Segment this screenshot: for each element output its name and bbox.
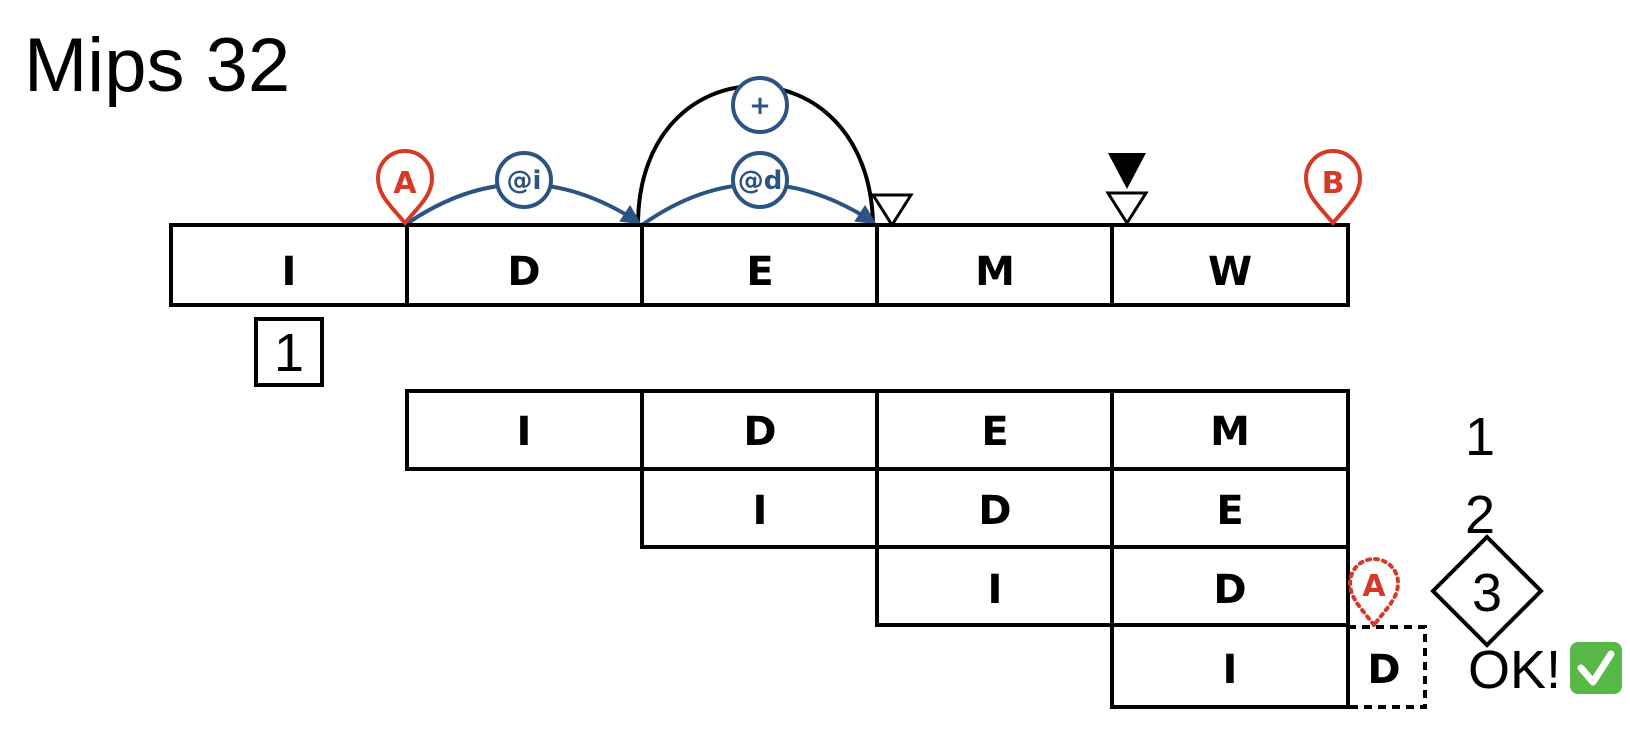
pin-a-dotted-label: A <box>1362 569 1386 604</box>
dashed-stage-cell <box>1348 625 1427 709</box>
pipeline-row-1: I D E M 1 <box>405 389 1495 471</box>
map-pin-icon: A <box>375 149 435 227</box>
row-stage-label: D <box>743 409 776 455</box>
ok-status: OK! <box>1468 640 1561 700</box>
hollow-down-triangle-icon <box>1105 191 1149 226</box>
row-stage-label: I <box>753 488 768 534</box>
data-address-badge: @d <box>731 151 789 209</box>
diamond-icon <box>1430 534 1544 648</box>
row-number: 1 <box>1465 407 1495 467</box>
row-stage-label: M <box>1210 409 1250 455</box>
pin-a-label: A <box>393 166 417 201</box>
data-address-label: @d <box>738 166 783 196</box>
main-stage-label: I <box>282 249 297 295</box>
row-stage-label: E <box>981 409 1008 455</box>
fetch-address-label: @i <box>507 166 542 196</box>
row-number: 2 <box>1465 485 1495 545</box>
row-stage-label: D <box>1213 567 1246 613</box>
pin-b-label: B <box>1322 166 1345 201</box>
dotted-map-pin-icon: A <box>1347 557 1401 629</box>
dashed-stage-label: D <box>1367 647 1400 693</box>
row-stage-label: I <box>1223 647 1238 693</box>
main-stage-label: D <box>507 249 540 295</box>
filled-down-triangle-icon <box>1108 153 1146 189</box>
row-stage-label: E <box>1216 488 1243 534</box>
pipeline-row-3: I D 3 <box>875 534 1544 648</box>
map-pin-icon: B <box>1303 149 1363 227</box>
row-number: 3 <box>1472 563 1502 623</box>
main-stage-label: E <box>746 249 773 295</box>
plus-label: + <box>749 91 771 121</box>
check-mark-icon <box>1570 642 1622 694</box>
row-stage-cell <box>1110 623 1350 709</box>
page-title: Mips 32 <box>24 23 291 108</box>
row-stage-label: I <box>517 409 532 455</box>
main-stage-label: M <box>975 249 1015 295</box>
main-stage-label: W <box>1208 249 1252 295</box>
fetch-address-badge: @i <box>495 151 553 209</box>
step-box-label: 1 <box>274 323 304 383</box>
step-box: 1 <box>254 317 324 387</box>
pipeline-row-2: I D E 2 <box>640 467 1495 549</box>
row-stage-label: I <box>988 567 1003 613</box>
main-pipeline: I D E M W <box>169 223 1350 307</box>
main-stage-cell <box>1110 223 1350 307</box>
plus-badge: + <box>731 76 789 134</box>
hollow-down-triangle-icon <box>870 193 914 228</box>
row-stage-label: D <box>978 488 1011 534</box>
pipeline-row-4: I D OK! <box>1110 623 1622 709</box>
